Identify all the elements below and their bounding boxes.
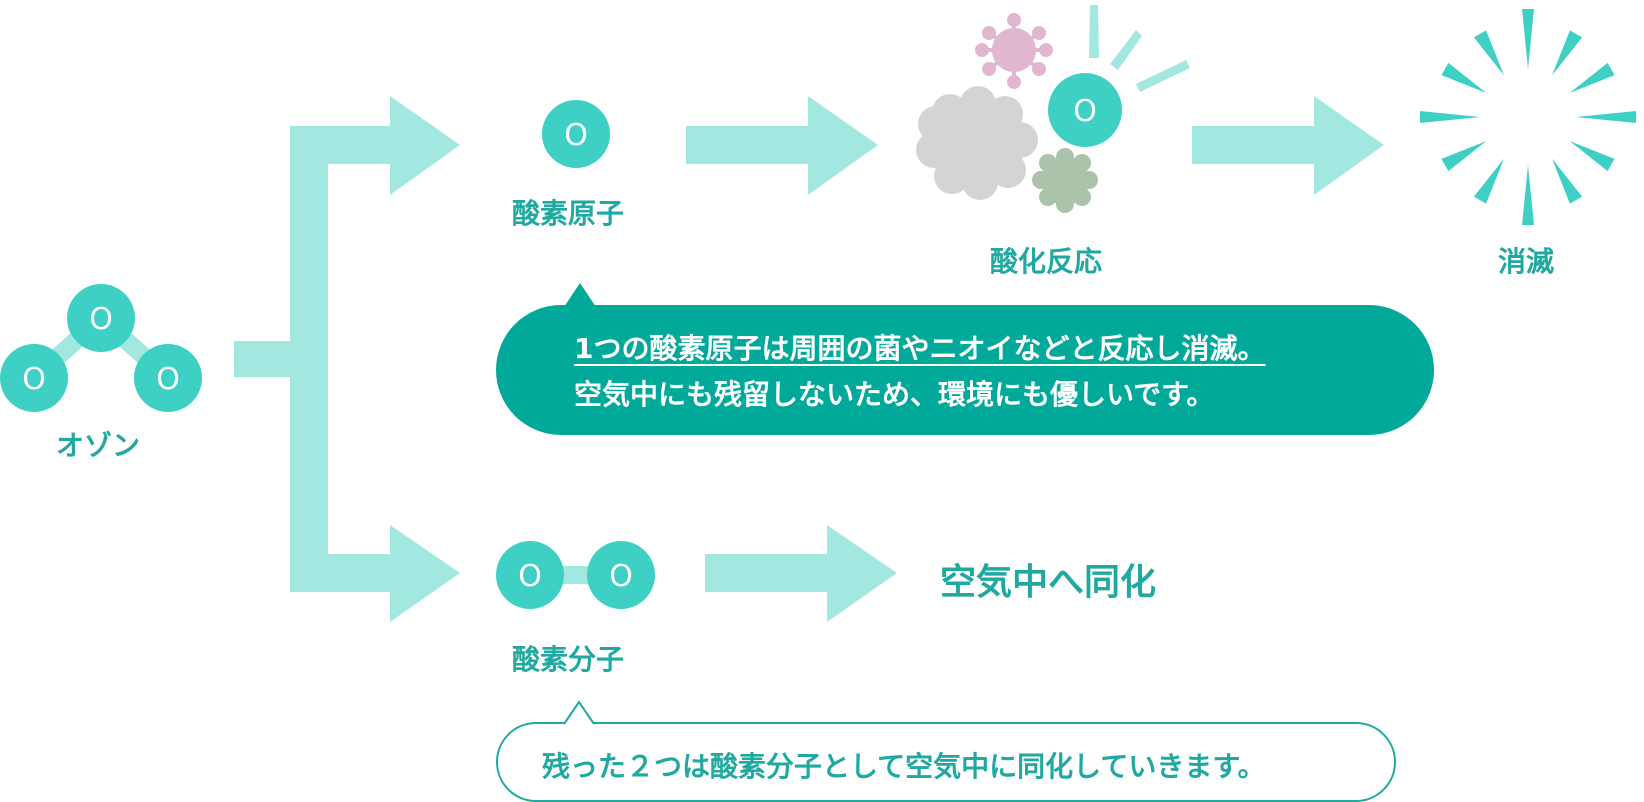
- oxidation-label: 酸化反応: [990, 245, 1103, 278]
- burst-icon: [1420, 9, 1636, 225]
- oxygen-atom-label: 酸素原子: [512, 197, 625, 230]
- burst-ray: [1441, 62, 1487, 93]
- ozone-atom-top-symbol: O: [89, 302, 113, 337]
- germ-green-icon: [1032, 148, 1098, 213]
- ozone-molecule: O O O: [0, 284, 202, 412]
- molecule-speech-bubble: [496, 700, 1396, 802]
- burst-ray: [1420, 111, 1480, 123]
- branch-top-arrowhead: [390, 96, 460, 195]
- atom-speech-bubble: [496, 283, 1434, 435]
- reacting-oxygen-symbol: O: [1073, 94, 1097, 129]
- ozone-atom-right: [134, 344, 202, 412]
- assimilate-label: 空気中へ同化: [940, 562, 1157, 603]
- molecule-atom-right: [587, 541, 655, 609]
- branch-arrows: [234, 96, 460, 622]
- atom-bubble-line2: 空気中にも残留しないため、環境にも優しいです。: [574, 378, 1215, 411]
- branch-top-shaft: [290, 126, 390, 164]
- burst-ray: [1441, 141, 1487, 172]
- arrow-to-oxidation: [686, 96, 878, 195]
- oxidation-cluster: O: [916, 5, 1190, 213]
- ozone-atom-left: [0, 344, 68, 412]
- molecule-atom-right-symbol: O: [609, 559, 633, 594]
- burst-ray: [1569, 62, 1615, 93]
- arrow-to-disappear: [1192, 96, 1384, 195]
- oxygen-atom-circle: [542, 100, 610, 168]
- disappear-label: 消滅: [1498, 245, 1555, 278]
- molecule-atom-left-symbol: O: [518, 559, 542, 594]
- oxygen-atom-symbol: O: [564, 118, 588, 153]
- oxygen-atom: O: [542, 100, 610, 168]
- burst-ray: [1552, 30, 1583, 76]
- burst-ray: [1473, 158, 1504, 204]
- burst-ray: [1473, 30, 1504, 76]
- burst-ray: [1522, 9, 1534, 69]
- burst-ray: [1569, 141, 1615, 172]
- oxygen-molecule-label: 酸素分子: [512, 643, 625, 676]
- burst-ray: [1552, 158, 1583, 204]
- arrow-to-assimilate: [705, 525, 897, 622]
- ozone-atom-top: [67, 284, 135, 352]
- ozone-atom-left-symbol: O: [22, 362, 46, 397]
- burst-ray: [1576, 111, 1636, 123]
- ozone-label: オゾン: [56, 429, 141, 462]
- branch-vertical: [290, 126, 328, 592]
- molecule-atom-left: [496, 541, 564, 609]
- reaction-spark-icon: [1089, 5, 1190, 92]
- branch-stem: [234, 341, 294, 377]
- ozone-atom-right-symbol: O: [156, 362, 180, 397]
- burst-ray: [1522, 165, 1534, 225]
- branch-bottom-arrowhead: [390, 525, 460, 622]
- germ-pink-icon: [975, 13, 1053, 89]
- reacting-oxygen-atom: [1048, 73, 1122, 147]
- atom-bubble-line1: 1つの酸素原子は周囲の菌やニオイなどと反応し消滅。: [574, 332, 1266, 365]
- molecule-bubble-text: 残った２つは酸素分子として空気中に同化していきます。: [542, 750, 1266, 783]
- branch-bottom-shaft: [290, 554, 390, 592]
- odor-cloud-icon: [916, 86, 1038, 200]
- oxygen-molecule: O O: [496, 541, 655, 609]
